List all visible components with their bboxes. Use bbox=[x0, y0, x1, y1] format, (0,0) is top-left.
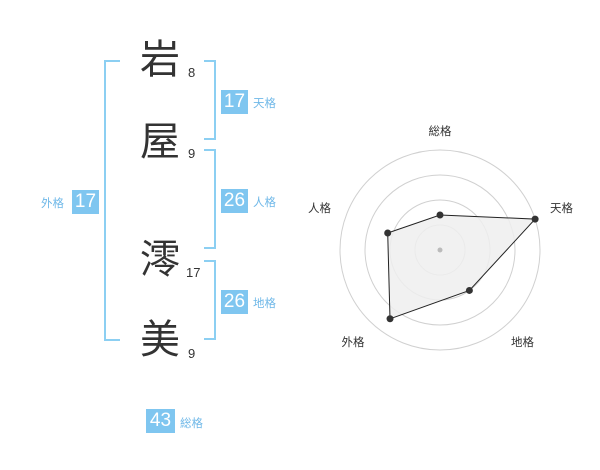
radar-axis-label-tenkaku: 天格 bbox=[550, 201, 573, 215]
stroke-count-4: 9 bbox=[188, 346, 196, 361]
chikaku-label: 地格 bbox=[253, 296, 276, 310]
stroke-count-1: 8 bbox=[188, 65, 196, 80]
name-char-1: 岩 bbox=[140, 37, 180, 83]
tenkaku-bracket bbox=[204, 60, 216, 140]
stroke-count-3: 17 bbox=[186, 265, 201, 280]
radar-area bbox=[387, 214, 537, 320]
name-char-4: 美 bbox=[140, 317, 180, 363]
radar-axis-label-gaikaku: 外格 bbox=[342, 335, 365, 349]
radar-center-dot bbox=[437, 247, 443, 253]
soukaku-label: 総格 bbox=[180, 416, 203, 430]
gaikaku-value-badge: 17 bbox=[72, 190, 99, 214]
radar-axis-label-jinkaku: 人格 bbox=[308, 201, 331, 215]
radar-point-1 bbox=[531, 215, 539, 223]
jinkaku-value-badge: 26 bbox=[221, 189, 248, 213]
stroke-count-2: 9 bbox=[188, 146, 196, 161]
radar-point-2 bbox=[465, 286, 473, 294]
soukaku-value-badge: 43 bbox=[146, 409, 175, 433]
tenkaku-value-badge: 17 bbox=[221, 90, 248, 114]
chikaku-bracket bbox=[204, 260, 216, 340]
name-char-3: 澪 bbox=[140, 237, 180, 283]
radar-point-0 bbox=[436, 211, 444, 219]
radar-points bbox=[384, 211, 539, 323]
gaikaku-label: 外格 bbox=[41, 196, 64, 210]
gaikaku-bracket bbox=[104, 60, 120, 341]
name-char-2: 屋 bbox=[140, 119, 180, 165]
radar-grid-ring bbox=[339, 149, 541, 351]
radar-grid-ring bbox=[364, 174, 516, 326]
radar-axis-label-chikaku: 地格 bbox=[511, 335, 534, 349]
radar-axis-label-soukaku: 総格 bbox=[429, 124, 452, 138]
tenkaku-label: 天格 bbox=[253, 96, 276, 110]
radar-point-3 bbox=[386, 315, 394, 323]
chikaku-value-badge: 26 bbox=[221, 290, 248, 314]
jinkaku-bracket bbox=[204, 149, 216, 249]
radar-point-4 bbox=[384, 229, 392, 237]
jinkaku-label: 人格 bbox=[253, 195, 276, 209]
